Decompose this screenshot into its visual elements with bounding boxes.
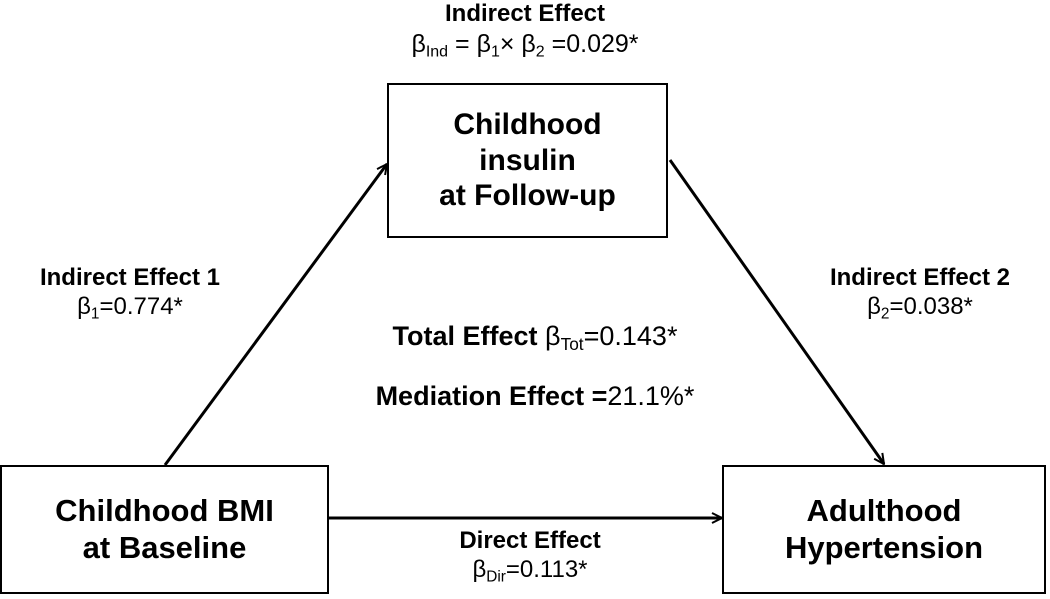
- label-indirect-effect-formula: βInd = β1× β2 =0.029*: [411, 29, 639, 61]
- label-mediation-effect: Mediation Effect =21.1%*: [280, 380, 790, 412]
- label-total-effect-line: Total Effect βTot=0.143*: [392, 321, 678, 354]
- arrow-mediator-to-outcome: [668, 159, 884, 464]
- label-indirect-effect-title: Indirect Effect: [444, 0, 606, 27]
- label-indirect-effect-1: Indirect Effect 1 β1=0.774*: [0, 264, 260, 322]
- node-outcome: Adulthood Hypertension: [722, 465, 1046, 594]
- label-total-effect: Total Effect βTot=0.143*: [300, 320, 770, 352]
- node-mediator: Childhood insulin at Follow-up: [387, 83, 668, 238]
- label-direct-effect: Direct Effect βDir=0.113*: [380, 527, 680, 585]
- node-mediator-line-2: insulin: [479, 143, 576, 177]
- arrow-exposure-to-mediator: [163, 164, 387, 466]
- label-indirect-effect-1-title: Indirect Effect 1: [39, 264, 221, 291]
- label-direct-effect-title: Direct Effect: [459, 527, 601, 554]
- label-direct-effect-value: βDir=0.113*: [472, 555, 588, 586]
- node-mediator-line-1: Childhood: [453, 108, 602, 142]
- node-exposure: Childhood BMI at Baseline: [0, 465, 329, 594]
- label-indirect-effect-1-value: β1=0.774*: [77, 292, 183, 323]
- node-outcome-line-2: Hypertension: [784, 529, 984, 565]
- label-indirect-effect: Indirect Effect βInd = β1× β2 =0.029*: [310, 0, 740, 61]
- node-exposure-line-2: at Baseline: [82, 529, 247, 565]
- node-mediator-line-3: at Follow-up: [439, 179, 616, 213]
- node-outcome-line-1: Adulthood: [806, 492, 962, 528]
- node-exposure-line-1: Childhood BMI: [55, 492, 274, 528]
- label-mediation-effect-line: Mediation Effect =21.1%*: [375, 381, 695, 411]
- label-indirect-effect-2-value: β2=0.038*: [867, 292, 973, 323]
- label-indirect-effect-2: Indirect Effect 2 β2=0.038*: [790, 264, 1050, 322]
- label-indirect-effect-2-title: Indirect Effect 2: [829, 264, 1011, 291]
